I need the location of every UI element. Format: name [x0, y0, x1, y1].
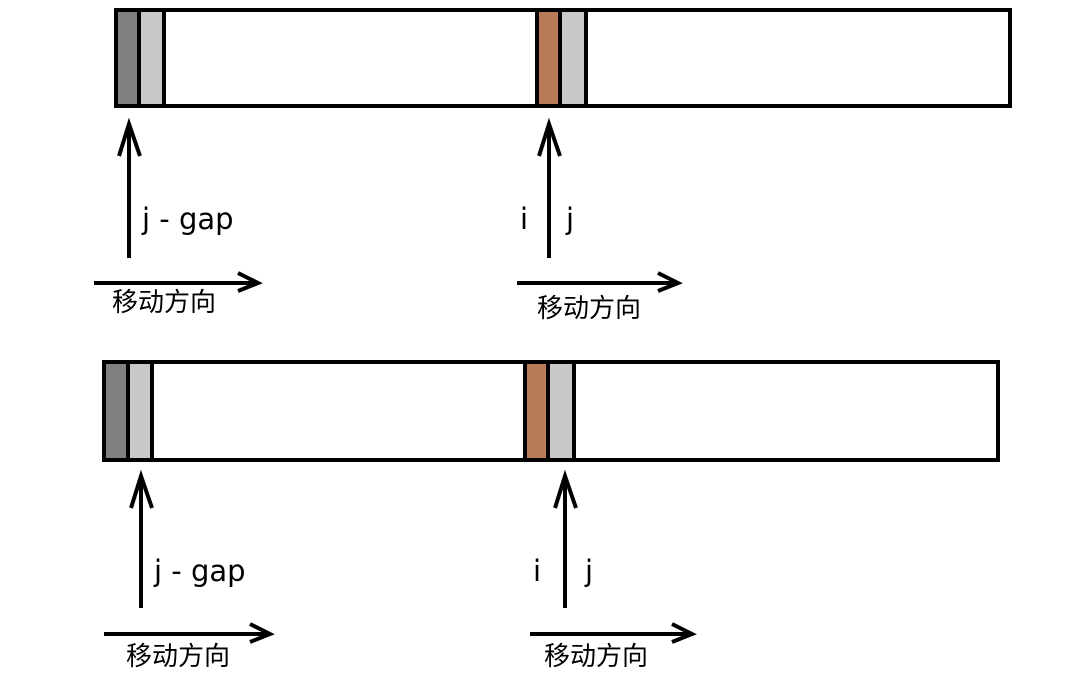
panel-2: j - gap i j 移动方向 移动方向: [102, 360, 1000, 672]
direction-arrow-right: [517, 271, 683, 293]
label-move-direction: 移动方向: [537, 294, 641, 324]
cell-dark-gray: [114, 8, 141, 108]
label-move-direction: 移动方向: [112, 288, 216, 318]
panel-1: j - gap i j 移动方向 移动方向: [94, 8, 1012, 324]
direction-arrow-right: [530, 622, 697, 644]
label-move-direction: 移动方向: [544, 642, 648, 672]
cell-copper: [535, 8, 562, 108]
pointer-arrow-i-j: [537, 117, 562, 258]
label-j-gap: j - gap: [141, 202, 234, 236]
label-j-gap: j - gap: [153, 554, 246, 588]
label-j: j: [565, 202, 574, 236]
label-move-direction: 移动方向: [126, 642, 230, 672]
pointer-arrow-i-j: [553, 469, 578, 608]
cell-light-gray: [137, 8, 166, 108]
cell-dark-gray: [102, 360, 130, 462]
cell-copper: [523, 360, 550, 462]
pointer-arrow-j-gap: [129, 469, 154, 608]
label-i: i: [520, 202, 528, 236]
pointer-arrow-j-gap: [117, 117, 142, 258]
label-i: i: [533, 554, 541, 588]
label-j: j: [584, 554, 593, 588]
cell-light-gray: [558, 8, 588, 108]
cell-light-gray: [126, 360, 154, 462]
cell-light-gray: [546, 360, 576, 462]
direction-arrow-left: [104, 622, 275, 644]
direction-arrow-left: [94, 271, 263, 293]
